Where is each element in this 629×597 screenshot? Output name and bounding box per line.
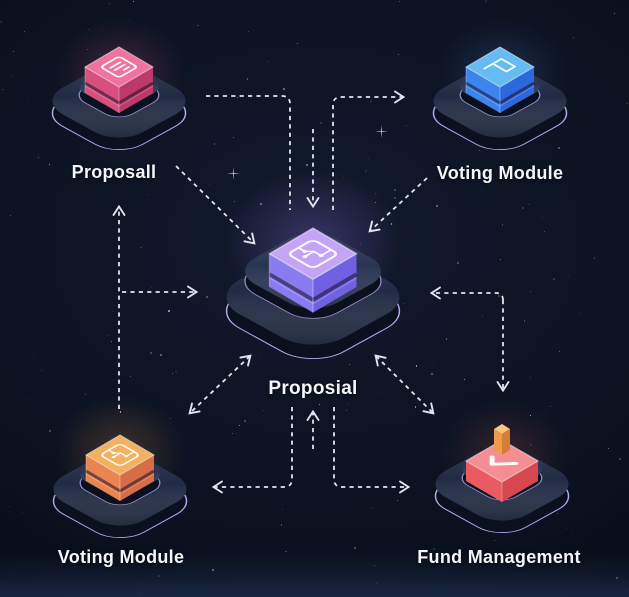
voting-module-bottom-label: Voting Module [57,547,185,567]
proposall-label: Proposall [71,162,157,182]
voting-module-top-label: Voting Module [436,163,564,183]
proposial-central-label: Proposial [268,378,358,399]
fund-management-label: Fund Management [417,547,581,567]
star-sparkle [375,125,388,138]
